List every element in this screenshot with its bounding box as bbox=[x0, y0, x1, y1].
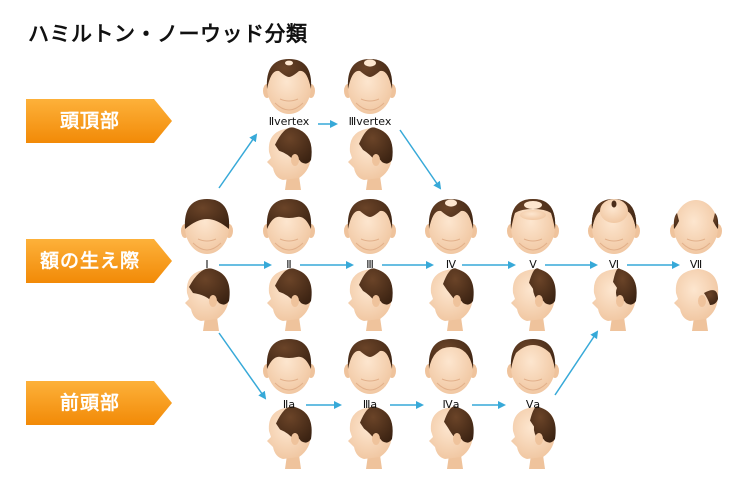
category-label-hairline: 額の生え際 bbox=[39, 250, 140, 272]
label-3a: Ⅲa bbox=[363, 398, 377, 411]
label-7: Ⅶ bbox=[690, 258, 702, 271]
head-5a-top bbox=[507, 339, 559, 394]
category-label-vertex: 頭頂部 bbox=[59, 110, 120, 132]
head-4a-side bbox=[429, 406, 474, 469]
arrows bbox=[218, 120, 680, 409]
label-4a: Ⅳa bbox=[443, 398, 460, 411]
head-2vertex-side bbox=[267, 127, 312, 190]
head-2a-side bbox=[267, 406, 312, 469]
category-tag-frontal: 前頭部 bbox=[26, 381, 174, 425]
head-2-side bbox=[267, 268, 312, 331]
label-5: Ⅴ bbox=[529, 258, 537, 271]
head-6-side bbox=[592, 268, 637, 331]
label-3: Ⅲ bbox=[366, 258, 374, 271]
label-2: Ⅱ bbox=[286, 258, 291, 271]
stage-labels: Ⅱvertex Ⅲvertex Ⅰ Ⅱ Ⅲ Ⅳ Ⅴ Ⅵ Ⅶ Ⅱa Ⅲa Ⅳa Ⅴ… bbox=[205, 115, 702, 411]
head-7-top bbox=[670, 200, 722, 254]
head-3a-top bbox=[344, 339, 396, 394]
head-4-top bbox=[425, 199, 477, 254]
category-label-frontal: 前頭部 bbox=[59, 392, 120, 414]
head-3-side bbox=[348, 268, 393, 331]
category-tag-hairline: 額の生え際 bbox=[26, 239, 174, 283]
label-5a: Ⅴa bbox=[526, 398, 540, 411]
label-1: Ⅰ bbox=[205, 258, 208, 271]
label-2vertex: Ⅱvertex bbox=[269, 115, 310, 128]
head-5a-side bbox=[511, 406, 556, 469]
head-2vertex-top bbox=[263, 59, 315, 114]
head-5-top bbox=[507, 199, 559, 254]
head-3-top bbox=[344, 199, 396, 254]
label-4: Ⅳ bbox=[446, 258, 457, 271]
head-3a-side bbox=[348, 406, 393, 469]
head-2a-top bbox=[263, 339, 315, 394]
label-6: Ⅵ bbox=[609, 258, 619, 271]
category-tag-vertex: 頭頂部 bbox=[26, 99, 174, 143]
head-7-side bbox=[674, 269, 719, 331]
head-1-side bbox=[185, 268, 230, 331]
page-title: ハミルトン・ノーウッド分類 bbox=[28, 22, 308, 46]
head-3vertex-side bbox=[348, 127, 393, 190]
arrow-3vertex-to-4 bbox=[399, 129, 442, 190]
arrow-1-to-2vertex bbox=[218, 133, 258, 189]
head-2-top bbox=[263, 199, 315, 254]
head-4a-top bbox=[425, 339, 477, 394]
head-5-side bbox=[511, 268, 556, 331]
label-2a: Ⅱa bbox=[283, 398, 295, 411]
head-1-top bbox=[181, 199, 233, 254]
head-3vertex-top bbox=[344, 59, 396, 114]
label-3vertex: Ⅲvertex bbox=[349, 115, 392, 128]
arrow-5a-to-6 bbox=[554, 330, 599, 396]
head-4-side bbox=[429, 268, 474, 331]
arrow-1-to-2a bbox=[218, 332, 267, 400]
head-6-top bbox=[588, 199, 640, 254]
